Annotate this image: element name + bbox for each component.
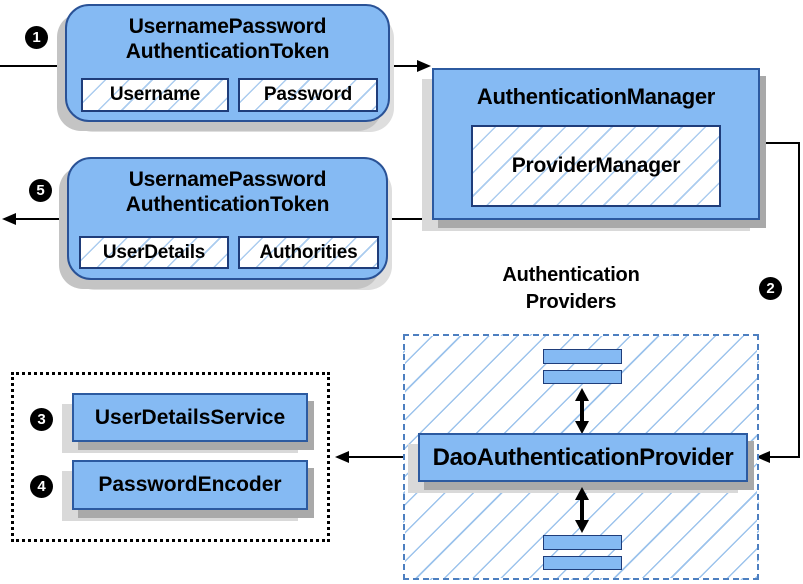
provider-manager-box: ProviderManager <box>471 125 721 207</box>
arrowhead-up-icon <box>575 388 589 401</box>
request-token-title-line2: AuthenticationToken <box>125 40 330 63</box>
provider-placeholder-bar <box>543 535 622 550</box>
step-badge-4: 4 <box>30 475 53 498</box>
dao-authentication-provider-label: DaoAuthenticationProvider <box>432 443 734 471</box>
dao-authentication-provider-box: DaoAuthenticationProvider <box>418 433 748 482</box>
response-token-title: UsernamePassword AuthenticationToken <box>69 167 386 217</box>
authorities-field: Authorities <box>238 236 379 269</box>
provider-manager-label: ProviderManager <box>511 154 681 177</box>
connector-manager-right-out <box>760 142 800 144</box>
double-arrow-shaft <box>580 498 584 522</box>
connector-token-to-manager <box>390 65 418 67</box>
step-badge-5: 5 <box>29 179 52 202</box>
user-details-service-label: UserDetailsService <box>94 405 286 429</box>
step-badge-2: 2 <box>759 277 782 300</box>
username-field: Username <box>81 78 229 112</box>
request-token-title-line1: UsernamePassword <box>128 15 327 38</box>
arrowhead-right-icon <box>417 60 431 72</box>
user-details-field: UserDetails <box>79 236 229 269</box>
connector-to-dao-provider <box>770 456 800 458</box>
services-frame <box>11 372 330 542</box>
connector-right-vertical <box>798 142 800 458</box>
arrowhead-left-icon <box>335 451 349 463</box>
password-encoder-label: PasswordEncoder <box>98 473 282 496</box>
password-field: Password <box>238 78 378 112</box>
request-token-box: UsernamePassword AuthenticationToken Use… <box>65 4 390 122</box>
authorities-field-label: Authorities <box>259 241 358 263</box>
arrowhead-left-icon <box>2 213 16 225</box>
user-details-field-label: UserDetails <box>102 241 206 263</box>
step-badge-1: 1 <box>25 26 48 49</box>
connector-manager-to-response-token <box>388 218 432 220</box>
connector-outgoing-response <box>16 218 67 220</box>
request-token-title: UsernamePassword AuthenticationToken <box>67 14 388 64</box>
arrowhead-up-icon <box>575 487 589 500</box>
arrowhead-left-icon <box>756 451 770 463</box>
connector-dao-to-services <box>349 456 418 458</box>
authentication-providers-label-line2: Providers <box>525 291 617 313</box>
authentication-manager-box: AuthenticationManager ProviderManager <box>432 68 760 220</box>
user-details-service-box: UserDetailsService <box>72 393 308 442</box>
arrowhead-down-icon <box>575 421 589 434</box>
response-token-title-line1: UsernamePassword <box>128 168 327 191</box>
password-field-label: Password <box>263 84 353 105</box>
provider-placeholder-bar <box>543 349 622 364</box>
provider-placeholder-bar <box>543 370 622 384</box>
connector-incoming-request <box>0 65 65 67</box>
authentication-providers-label: Authentication Providers <box>440 262 702 316</box>
username-field-label: Username <box>109 84 201 105</box>
arrowhead-down-icon <box>575 520 589 533</box>
authentication-manager-title: AuthenticationManager <box>476 84 716 109</box>
response-token-box: UsernamePassword AuthenticationToken Use… <box>67 157 388 280</box>
response-token-title-line2: AuthenticationToken <box>125 193 330 216</box>
provider-placeholder-bar <box>543 556 622 570</box>
authentication-providers-label-line1: Authentication <box>502 264 640 286</box>
step-badge-3: 3 <box>30 408 53 431</box>
double-arrow-shaft <box>580 399 584 423</box>
password-encoder-box: PasswordEncoder <box>72 460 308 510</box>
